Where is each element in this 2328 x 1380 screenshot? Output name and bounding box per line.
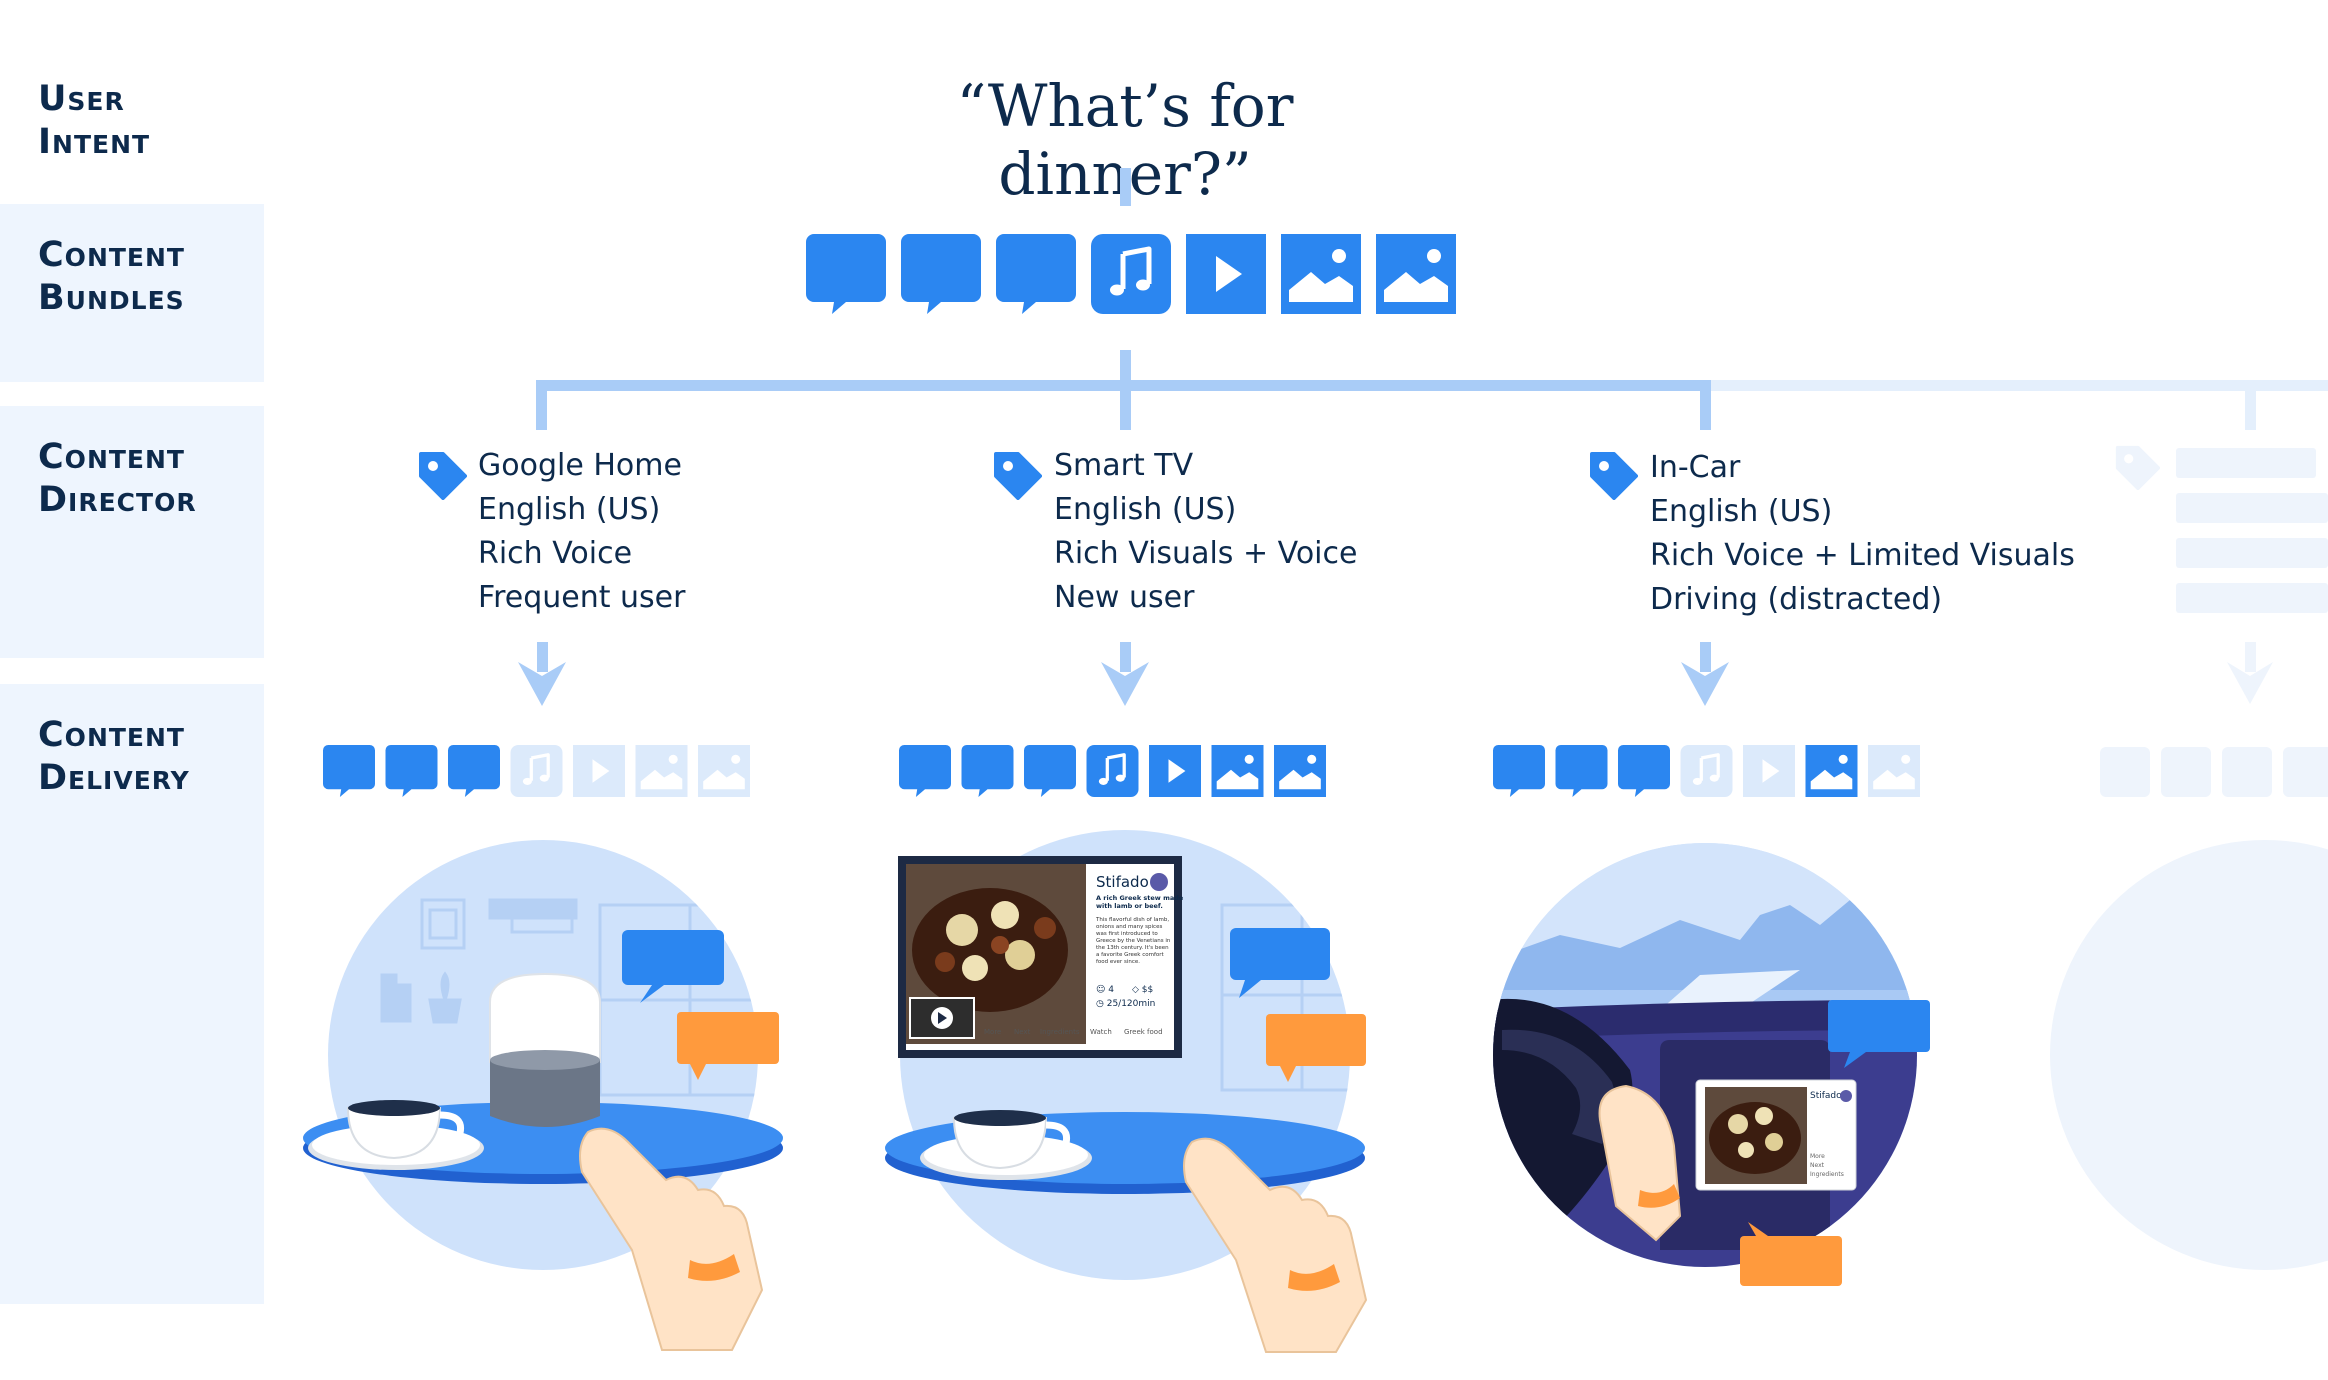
- chat-icon: [448, 745, 500, 797]
- device-name: Smart TV: [1054, 448, 1194, 483]
- row-label-text: User Intent: [38, 79, 151, 162]
- tag-icon: [419, 452, 467, 500]
- chat-icon: [899, 745, 951, 797]
- image-icon: [635, 745, 688, 797]
- profile-google-home: Google Home English (US) Rich Voice Freq…: [478, 444, 685, 620]
- row-label-content-bundles: Content Bundles: [0, 204, 264, 382]
- capability: Rich Voice: [478, 536, 633, 571]
- music-icon: [510, 745, 563, 797]
- music-icon: [1091, 234, 1171, 314]
- play-icon: [938, 1012, 947, 1024]
- recipe-title: Stifado: [1096, 873, 1149, 891]
- user-context: Driving (distracted): [1650, 582, 1943, 617]
- play-icon: [1149, 745, 1201, 797]
- play-icon: [1186, 234, 1266, 314]
- language: English (US): [1650, 494, 1833, 529]
- language: English (US): [1054, 492, 1237, 527]
- car-action-label: More: [1810, 1153, 1825, 1160]
- music-icon: [1680, 745, 1733, 797]
- device-name: Google Home: [478, 448, 682, 483]
- language: English (US): [478, 492, 661, 527]
- tag-icon: [2115, 445, 2160, 490]
- profile-smart-tv: Smart TV English (US) Rich Visuals + Voi…: [1054, 444, 1357, 620]
- car-action-label: Ingredients: [1810, 1171, 1844, 1178]
- delivery-icons: [323, 745, 1920, 797]
- ghost-scene: [2050, 840, 2328, 1270]
- row-label-content-director: Content Director: [0, 406, 264, 658]
- tag-icon: [994, 452, 1042, 500]
- profile-in-car: In-Car English (US) Rich Voice + Limited…: [1650, 446, 2075, 622]
- scene-google-home: [303, 840, 783, 1351]
- arrow-down-icon: [1681, 662, 1729, 706]
- device-name: In-Car: [1650, 450, 1741, 485]
- image-icon: [1281, 234, 1361, 314]
- row-label-text: Content Director: [38, 437, 197, 520]
- hand-icon: [579, 1127, 764, 1351]
- car-recipe-title: Stifado: [1810, 1091, 1842, 1101]
- image-icon: [1805, 745, 1858, 797]
- row-label-text: Content Delivery: [38, 715, 190, 798]
- chat-icon: [1618, 745, 1670, 797]
- svg-text:☺ 4 ◇ $$: ☺ 4 ◇ $$: [1096, 984, 1153, 995]
- tv-action-label: Greek food: [1124, 1028, 1163, 1036]
- image-icon: [1274, 745, 1326, 797]
- chat-icon: [1024, 745, 1076, 797]
- arrow-down-icon: [1101, 662, 1149, 706]
- capability: Rich Visuals + Voice: [1054, 536, 1358, 571]
- image-icon: [1376, 234, 1456, 314]
- connector-lines: [536, 168, 2328, 430]
- ghost-profile: [2176, 448, 2328, 613]
- capability: Rich Voice + Limited Visuals: [1650, 538, 2075, 573]
- play-icon: [573, 745, 625, 797]
- down-arrows: [518, 642, 2273, 706]
- row-label-content-delivery: Content Delivery: [0, 684, 264, 1304]
- ghost-delivery-icons: [2100, 747, 2328, 797]
- chat-icon: [323, 745, 375, 797]
- row-label-text: Content Bundles: [38, 235, 185, 318]
- svg-text:◷ 25/120min: ◷ 25/120min: [1096, 999, 1155, 1009]
- chat-icon: [1555, 745, 1608, 797]
- hand-icon: [1183, 1137, 1368, 1353]
- music-icon: [1086, 745, 1139, 797]
- tv-action-label: Watch: [1090, 1028, 1112, 1036]
- tag-icon: [1590, 452, 1638, 500]
- user-context: Frequent user: [478, 580, 686, 615]
- chat-icon: [806, 234, 886, 314]
- chat-icon: [961, 745, 1014, 797]
- image-icon: [1868, 745, 1920, 797]
- content-bundle-icons: [806, 234, 1456, 314]
- car-action-label: Next: [1810, 1162, 1825, 1169]
- arrow-down-icon: [518, 662, 566, 706]
- image-icon: [1211, 745, 1264, 797]
- chat-icon: [1493, 745, 1545, 797]
- image-icon: [698, 745, 750, 797]
- user-context: New user: [1054, 580, 1195, 615]
- row-label-user-intent: User Intent: [0, 0, 264, 185]
- play-icon: [1743, 745, 1795, 797]
- chat-icon: [385, 745, 438, 797]
- chat-icon: [901, 234, 981, 314]
- chat-icon: [996, 234, 1076, 314]
- tv-action-label: Ingredients: [1040, 1028, 1080, 1036]
- svg-text:This flavorful dish of lamb,on: This flavorful dish of lamb,onions and m…: [1095, 917, 1171, 965]
- tv-action-label: Next: [1014, 1028, 1031, 1036]
- tv-action-label: More: [984, 1028, 1001, 1036]
- arrow-down-icon: [2227, 662, 2273, 704]
